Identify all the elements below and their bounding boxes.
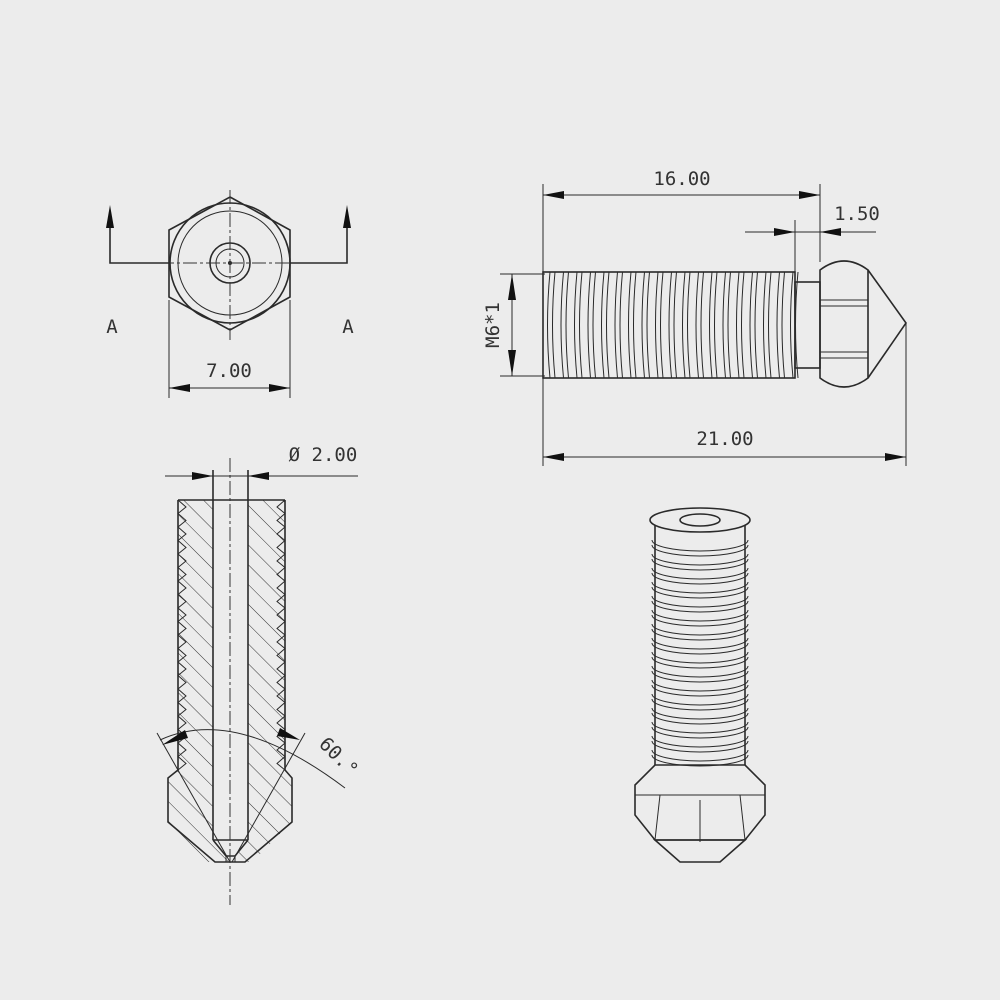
thread-ring (651, 749, 749, 762)
thread-ring (651, 553, 749, 566)
thread-ring (651, 740, 749, 753)
thread-profile-left (177, 499, 187, 771)
thread-line (619, 271, 623, 379)
thread-ring (651, 651, 749, 664)
thread-ring (651, 707, 749, 720)
thread-line (641, 271, 645, 379)
thread-line (736, 271, 740, 379)
thread-ring (651, 698, 749, 711)
thread-ring (651, 726, 749, 739)
thread-line (592, 271, 596, 379)
thread-line (614, 271, 618, 379)
dim-hex-width: 7.00 (206, 360, 252, 382)
thread-line (606, 271, 610, 379)
thread-line (776, 271, 780, 379)
thread-line (687, 271, 691, 379)
section-label-left: A (106, 316, 118, 338)
thread-ring (651, 600, 749, 613)
thread-ring (651, 754, 749, 767)
dim-shank: 1.50 (834, 203, 880, 225)
thread-ring (651, 544, 749, 557)
thread-ring (651, 679, 749, 692)
thread-ring (651, 721, 749, 734)
section-arrow-right (290, 215, 348, 264)
thread-ring (651, 735, 749, 748)
thread-ring (651, 637, 749, 650)
dim-angle: 60.° (314, 733, 362, 781)
thread-ring (651, 609, 749, 622)
thread-ring (651, 665, 749, 678)
thread-line (763, 271, 767, 379)
thread-line (646, 271, 650, 379)
thread-ring (651, 567, 749, 580)
thread-line (660, 271, 664, 379)
thread-ring (651, 614, 749, 627)
dim-bore: Ø 2.00 (289, 444, 358, 466)
iso-view (634, 507, 766, 863)
thread-ring (651, 572, 749, 585)
thread-ring (651, 712, 749, 725)
top-view (106, 190, 351, 398)
thread-line (587, 271, 591, 379)
thread-line (695, 271, 699, 379)
section-arrow-left (109, 215, 170, 264)
thread-line (727, 271, 731, 379)
thread-ring (651, 581, 749, 594)
thread-line (628, 271, 632, 379)
dim-total-length: 21.00 (696, 428, 753, 450)
thread-ring (651, 586, 749, 599)
dim-thread-spec: M6*1 (482, 302, 504, 348)
nozzle-tip (867, 269, 907, 379)
thread-ring (651, 628, 749, 641)
hex-side (819, 260, 869, 388)
thread-line (700, 271, 704, 379)
thread-line (749, 271, 753, 379)
thread-line (754, 271, 758, 379)
thread-ring (651, 670, 749, 683)
thread-ring (651, 693, 749, 706)
thread-line (565, 271, 569, 379)
section-label-right: A (342, 316, 354, 338)
thread-profile-right (276, 499, 286, 771)
dim-thread-length: 16.00 (653, 168, 710, 190)
thread-line (781, 271, 785, 379)
thread-line (768, 271, 772, 379)
thread-line (709, 271, 713, 379)
thread-ring (651, 684, 749, 697)
thread-ring (651, 656, 749, 669)
thread-ring (651, 595, 749, 608)
thread-line (552, 271, 556, 379)
thread-line (790, 271, 794, 379)
thread-line (601, 271, 605, 379)
section-view (156, 458, 358, 905)
thread-line (682, 271, 686, 379)
side-view (500, 184, 907, 466)
thread-ring (651, 539, 749, 552)
thread-line (714, 271, 718, 379)
thread-line (668, 271, 672, 379)
thread-line (741, 271, 745, 379)
thread-line (655, 271, 659, 379)
thread-line (722, 271, 726, 379)
thread-ring (651, 642, 749, 655)
thread-line (547, 271, 551, 379)
thread-line (579, 271, 583, 379)
thread-line (673, 271, 677, 379)
thread-ring (651, 623, 749, 636)
thread-ring (651, 558, 749, 571)
thread-line (560, 271, 564, 379)
thread-line (574, 271, 578, 379)
thread-line (795, 271, 799, 379)
thread-line (633, 271, 637, 379)
